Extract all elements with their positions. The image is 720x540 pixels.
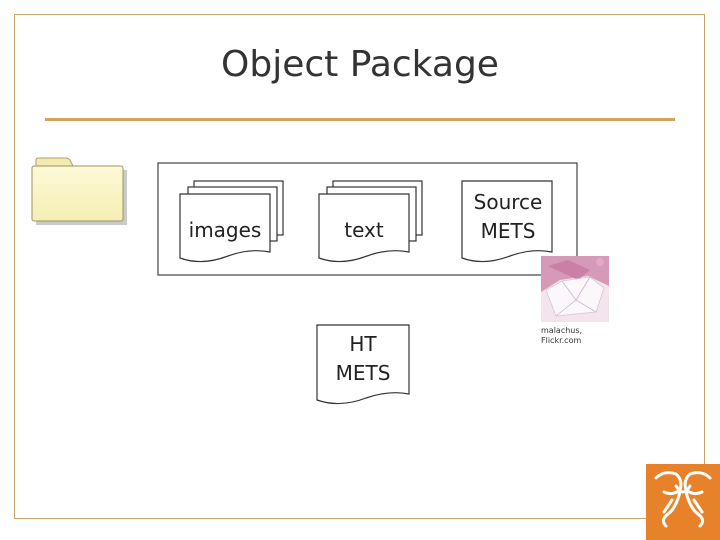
photo-credit: malachus, Flickr.com [541, 326, 583, 345]
folder-icon [31, 157, 127, 225]
images-doc-stack [179, 180, 284, 263]
source-mets-doc [461, 180, 553, 263]
elephant-logo-icon [646, 464, 720, 540]
slide-title: Object Package [221, 44, 499, 85]
ht-mets-label: HT METS [335, 332, 391, 385]
slide-frame [14, 14, 705, 519]
source-mets-label: Source METS [473, 190, 543, 243]
package-box [157, 162, 578, 276]
origami-box-photo [541, 256, 609, 322]
title-rule [45, 118, 675, 121]
text-label: text [344, 218, 384, 242]
images-label: images [188, 218, 262, 242]
text-doc-stack [318, 180, 423, 263]
ht-mets-doc [316, 324, 410, 405]
